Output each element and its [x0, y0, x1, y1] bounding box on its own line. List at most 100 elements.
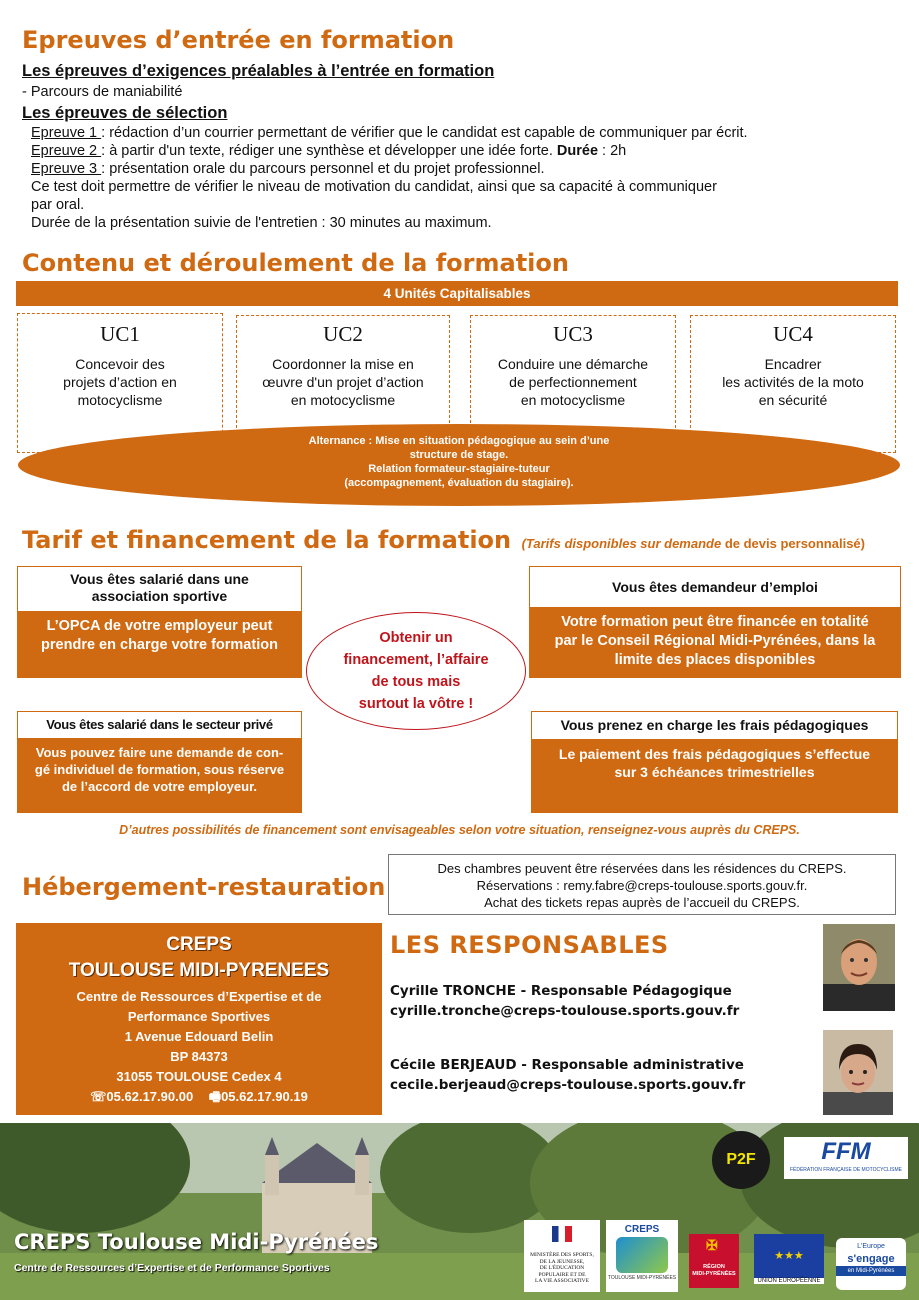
box-body-line: limite des places disponibles	[614, 652, 816, 668]
responsable-email[interactable]: cecile.berjeaud@creps-toulouse.sports.go…	[390, 1077, 746, 1093]
footer-banner: CREPS Toulouse Midi-Pyrénées Centre de R…	[0, 1123, 919, 1300]
uc-code: UC3	[553, 322, 593, 346]
epreuve-1-text: : rédaction d’un courrier permettant de …	[101, 125, 748, 141]
hebergement-box: Des chambres peuvent être réservées dans…	[388, 854, 896, 915]
flag-icon	[552, 1226, 572, 1242]
tarif-title-row: Tarif et financement de la formation (Ta…	[22, 526, 917, 554]
box-body-line: L’OPCA de votre employeur peut	[46, 618, 273, 634]
box-body-line: Le paiement des frais pédagogiques s’eff…	[558, 746, 871, 762]
finance-box-salarie-prive: Vous êtes salarié dans le secteur privé …	[17, 711, 302, 813]
ellipse-line: Alternance : Mise en situation pédagogiq…	[308, 435, 610, 447]
address-line: Centre de Ressources d’Expertise et de	[76, 989, 322, 1004]
logo-region-line: MIDI-PYRÉNÉES	[692, 1271, 736, 1277]
footer-subtitle: Centre de Ressources d’Expertise et de P…	[14, 1262, 330, 1274]
logo-ministere-line: DE L'ÉDUCATION	[539, 1265, 585, 1271]
box-body-line: prendre en charge votre formation	[41, 637, 278, 653]
uc-line: projets d’action en	[63, 374, 177, 390]
box-body-line: de l’accord de votre employeur.	[61, 779, 258, 794]
epreuve-3-label: Epreuve 3	[31, 161, 102, 177]
box-head-line: Vous êtes salarié dans une	[70, 571, 249, 587]
responsable-2: Cécile BERJEAUD - Responsable administra…	[390, 1055, 745, 1095]
uc-line: en motocyclisme	[520, 392, 626, 408]
logo-creps: CREPS TOULOUSE MIDI-PYRÉNÉES	[606, 1220, 678, 1292]
logo-europe-engage: L'Europe s'engage en Midi-Pyrénées	[836, 1238, 906, 1290]
address-line: 1 Avenue Edouard Belin	[124, 1029, 274, 1044]
fax-icon: 🖷	[208, 1089, 222, 1104]
logo-region: ✠ RÉGION MIDI-PYRÉNÉES	[689, 1234, 739, 1288]
logo-ministere-line: MINISTÈRE DES SPORTS,	[530, 1252, 594, 1258]
uc-line: les activités de la moto	[722, 374, 864, 390]
epreuve-2-text: : à partir d'un texte, rédiger une synth…	[101, 143, 557, 159]
section-title-hebergement: Hébergement-restauration	[22, 873, 386, 901]
address-line: 31055 TOULOUSE Cedex 4	[116, 1069, 282, 1084]
logo-ue-text: UNION EUROPÉENNE	[754, 1278, 824, 1284]
box-head-line: Vous êtes salarié dans le secteur privé	[46, 717, 273, 732]
prereq-item: - Parcours de maniabilité	[22, 84, 183, 100]
box-body-line: sur 3 échéances trimestrielles	[614, 764, 815, 780]
responsable-email[interactable]: cyrille.tronche@creps-toulouse.sports.go…	[390, 1003, 740, 1019]
occitan-cross-icon: ✠	[706, 1237, 718, 1253]
uc-code: UC4	[773, 322, 813, 346]
footer-title: CREPS Toulouse Midi-Pyrénées	[14, 1230, 379, 1254]
hebergement-line: Des chambres peuvent être réservées dans…	[437, 861, 847, 876]
eu-stars-icon: ★★★	[754, 1234, 824, 1278]
address-line: CREPS	[166, 934, 232, 955]
logo-ffm-text: FFM	[821, 1138, 871, 1165]
uc-line: Conduire une démarche	[497, 356, 649, 372]
responsable-1: Cyrille TRONCHE - Responsable Pédagogiqu…	[390, 981, 739, 1021]
slogan-line: Obtenir un	[379, 630, 453, 646]
duration-line: Durée de la présentation suivie de l'ent…	[31, 215, 492, 231]
finance-box-demandeur: Vous êtes demandeur d’emploi Votre forma…	[529, 566, 901, 678]
uc-line: Coordonner la mise en	[272, 356, 414, 372]
box-body-line: par le Conseil Régional Midi-Pyrénées, d…	[554, 633, 876, 649]
uc-line: en motocyclisme	[290, 392, 396, 408]
box-body-line: Vous pouvez faire une demande de con-	[35, 745, 284, 760]
epreuve-2-duree-value: : 2h	[598, 143, 627, 159]
ellipse-line: Relation formateur-stagiaire-tuteur	[368, 463, 550, 475]
logo-europe-line: L'Europe	[857, 1243, 885, 1250]
address-line: BP 84373	[170, 1049, 228, 1064]
box-head-line: Vous êtes demandeur d’emploi	[612, 579, 818, 595]
photo-cecile	[823, 1030, 893, 1115]
finance-box-salarie-asso: Vous êtes salarié dans une association s…	[17, 566, 302, 678]
ellipse-line: structure de stage.	[409, 449, 509, 461]
hebergement-line: Réservations : remy.fabre@creps-toulouse…	[476, 878, 808, 893]
ellipse-line: (accompagnement, évaluation du stagiaire…	[344, 477, 574, 489]
hebergement-line: Achat des tickets repas auprès de l’accu…	[484, 895, 800, 910]
logo-region-line: RÉGION	[703, 1264, 725, 1270]
selection-heading: Les épreuves de sélection	[22, 104, 228, 122]
logo-creps-sub: TOULOUSE MIDI-PYRÉNÉES	[607, 1275, 677, 1281]
creps-address-box: CREPS TOULOUSE MIDI-PYRENEES Centre de R…	[16, 923, 382, 1115]
address-line: Performance Sportives	[127, 1009, 271, 1024]
uc-line: de perfectionnement	[509, 374, 637, 390]
contact-line: ☏05.62.17.90.00 🖷05.62.17.90.19	[16, 1087, 382, 1107]
financement-note: D’autres possibilités de financement son…	[119, 823, 800, 837]
address-line: TOULOUSE MIDI-PYRENEES	[68, 960, 330, 981]
logo-ue: ★★★ UNION EUROPÉENNE	[754, 1234, 824, 1288]
creps-swoosh-icon	[616, 1237, 668, 1273]
uc-box-3: UC3 Conduire une démarche de perfectionn…	[470, 315, 676, 453]
phone-icon: ☏	[90, 1089, 107, 1104]
box-body-line: gé individuel de formation, sous réserve	[34, 762, 285, 777]
uc-line: Encadrer	[764, 356, 822, 372]
tarif-subtitle-rest: de devis personnalisé)	[721, 536, 865, 551]
logo-europe-line: en Midi-Pyrénées	[836, 1266, 906, 1276]
uc-line: Concevoir des	[75, 356, 165, 372]
box-head-line: association sportive	[91, 588, 228, 604]
slogan-line: de tous mais	[371, 674, 461, 690]
uc-code: UC2	[323, 322, 363, 346]
section-title-contenu: Contenu et déroulement de la formation	[22, 249, 569, 277]
slogan-line: financement, l’affaire	[343, 652, 489, 668]
tarif-subtitle-italic: (Tarifs disponibles sur demande	[521, 536, 722, 551]
logo-p2f: P2F	[712, 1131, 770, 1189]
uc-line: motocyclisme	[77, 392, 163, 408]
responsable-name: Cécile BERJEAUD - Responsable administra…	[390, 1057, 744, 1073]
logo-ministere-line: LA VIE ASSOCIATIVE	[535, 1278, 589, 1284]
financement-slogan: Obtenir un financement, l’affaire de tou…	[306, 612, 526, 730]
box-head-line: Vous prenez en charge les frais pédagogi…	[560, 717, 869, 733]
logo-ministere-line: POPULAIRE ET DE	[538, 1271, 586, 1278]
section-title-epreuves: Epreuves d’entrée en formation	[22, 26, 455, 54]
box-body-line: Votre formation peut être financée en to…	[561, 614, 869, 630]
logo-europe-line: s'engage	[847, 1253, 895, 1265]
epreuve-2-label: Epreuve 2	[31, 143, 102, 159]
